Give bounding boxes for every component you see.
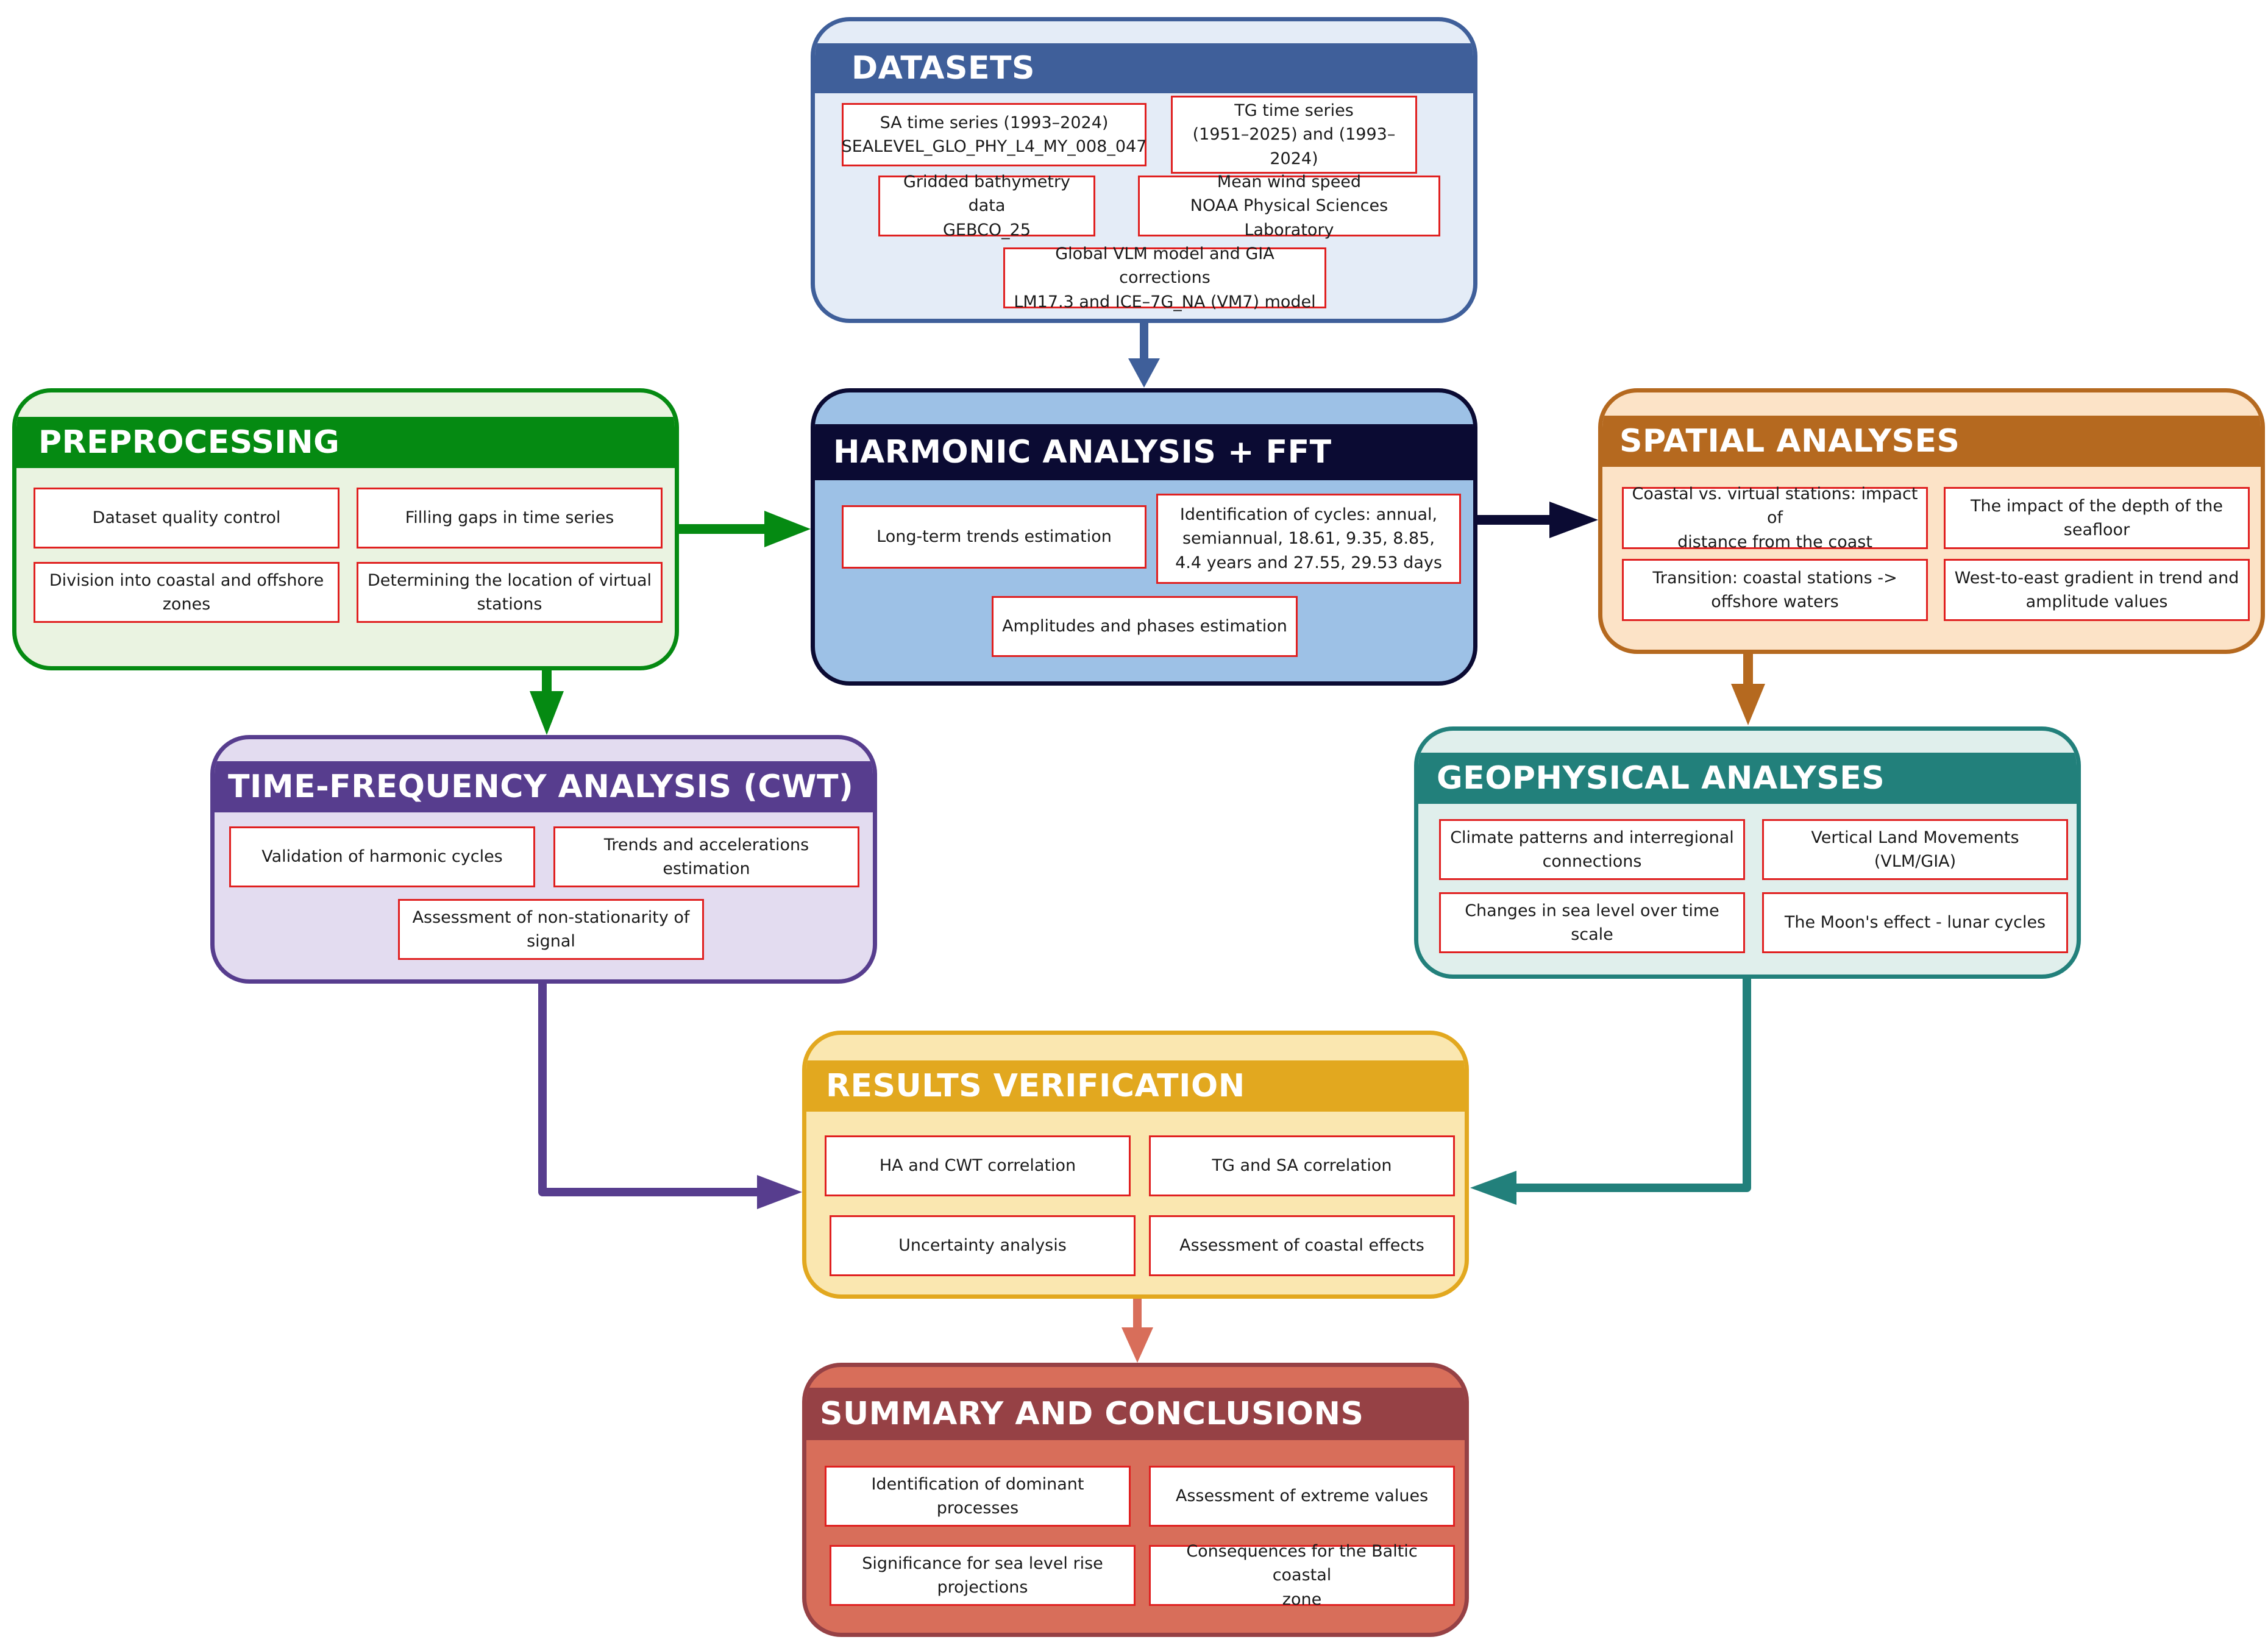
summary-item-baltic: Consequences for the Baltic coastal zone	[1149, 1542, 1455, 1609]
spatial-title: SPATIAL ANALYSES	[1602, 416, 2261, 467]
preprocessing-panel: PREPROCESSING Dataset quality control Fi…	[12, 388, 679, 670]
geophysical-item-vlm: Vertical Land Movements (VLM/GIA)	[1762, 819, 2068, 880]
datasets-item-bathymetry: Gridded bathymetry data GEBCO_25	[878, 172, 1095, 240]
preprocessing-item-quality: Dataset quality control	[34, 488, 339, 549]
datasets-title: DATASETS	[815, 43, 1473, 93]
arrow-preprocessing-to-timefreq	[530, 670, 564, 735]
arrow-spatial-to-geophysical	[1731, 654, 1765, 725]
verification-item-ha-cwt: HA and CWT correlation	[825, 1135, 1131, 1196]
geophysical-item-moon: The Moon's effect - lunar cycles	[1762, 892, 2068, 953]
datasets-item-tg: TG time series (1951–2025) and (1993–202…	[1171, 96, 1417, 174]
geophysical-item-sea-level: Changes in sea level over time scale	[1439, 892, 1745, 953]
timefreq-title: TIME-FREQUENCY ANALYSIS (CWT)	[215, 761, 873, 812]
arrow-preprocessing-to-harmonic	[679, 511, 811, 547]
summary-item-extremes: Assessment of extreme values	[1149, 1466, 1455, 1527]
spatial-item-transition: Transition: coastal stations -> offshore…	[1622, 559, 1928, 621]
timefreq-panel: TIME-FREQUENCY ANALYSIS (CWT) Validation…	[210, 735, 877, 984]
verification-panel: RESULTS VERIFICATION HA and CWT correlat…	[802, 1031, 1469, 1299]
verification-item-uncertainty: Uncertainty analysis	[830, 1215, 1136, 1276]
timefreq-item-accelerations: Trends and accelerations estimation	[553, 826, 859, 887]
spatial-panel: SPATIAL ANALYSES Coastal vs. virtual sta…	[1598, 388, 2265, 654]
arrow-timefreq-to-verification	[538, 984, 802, 1209]
harmonic-item-trends: Long-term trends estimation	[842, 505, 1146, 569]
arrow-verification-to-summary	[1122, 1299, 1153, 1363]
datasets-item-wind: Mean wind speed NOAA Physical Sciences L…	[1138, 172, 1440, 240]
preprocessing-item-zones: Division into coastal and offshore zones	[34, 562, 339, 623]
verification-item-tg-sa: TG and SA correlation	[1149, 1135, 1455, 1196]
harmonic-item-amplitudes: Amplitudes and phases estimation	[992, 596, 1298, 657]
spatial-item-gradient: West-to-east gradient in trend and ampli…	[1944, 559, 2250, 621]
summary-panel: SUMMARY AND CONCLUSIONS Identification o…	[802, 1363, 1469, 1637]
harmonic-item-cycles: Identification of cycles: annual, semian…	[1156, 494, 1461, 584]
arrow-geophysical-to-verification	[1470, 979, 1751, 1205]
preprocessing-item-gaps: Filling gaps in time series	[357, 488, 663, 549]
verification-item-coastal: Assessment of coastal effects	[1149, 1215, 1455, 1276]
harmonic-title: HARMONIC ANALYSIS + FFT	[815, 424, 1473, 480]
timefreq-item-validation: Validation of harmonic cycles	[229, 826, 535, 887]
spatial-item-distance: Coastal vs. virtual stations: impact of …	[1622, 485, 1928, 552]
spatial-item-depth: The impact of the depth of the seafloor	[1944, 487, 2250, 549]
geophysical-title: GEOPHYSICAL ANALYSES	[1418, 753, 2077, 804]
preprocessing-title: PREPROCESSING	[16, 417, 675, 468]
timefreq-item-nonstationarity: Assessment of non-stationarity of signal	[398, 899, 704, 960]
datasets-item-sa: SA time series (1993–2024) SEALEVEL_GLO_…	[842, 103, 1146, 166]
verification-title: RESULTS VERIFICATION	[806, 1060, 1465, 1112]
harmonic-panel: HARMONIC ANALYSIS + FFT Long-term trends…	[811, 388, 1477, 686]
summary-item-dominant: Identification of dominant processes	[825, 1466, 1131, 1527]
summary-title: SUMMARY AND CONCLUSIONS	[806, 1388, 1465, 1440]
geophysical-panel: GEOPHYSICAL ANALYSES Climate patterns an…	[1414, 726, 2081, 979]
datasets-item-vlm: Global VLM model and GIA corrections LM1…	[1003, 244, 1326, 311]
arrow-datasets-to-harmonic	[1128, 323, 1160, 388]
datasets-panel: DATASETS SA time series (1993–2024) SEAL…	[811, 17, 1477, 323]
preprocessing-item-virtual-stations: Determining the location of virtual stat…	[357, 562, 663, 623]
arrow-harmonic-to-spatial	[1477, 502, 1598, 538]
summary-item-projections: Significance for sea level rise projecti…	[830, 1545, 1136, 1606]
geophysical-item-climate: Climate patterns and interregional conne…	[1439, 819, 1745, 880]
